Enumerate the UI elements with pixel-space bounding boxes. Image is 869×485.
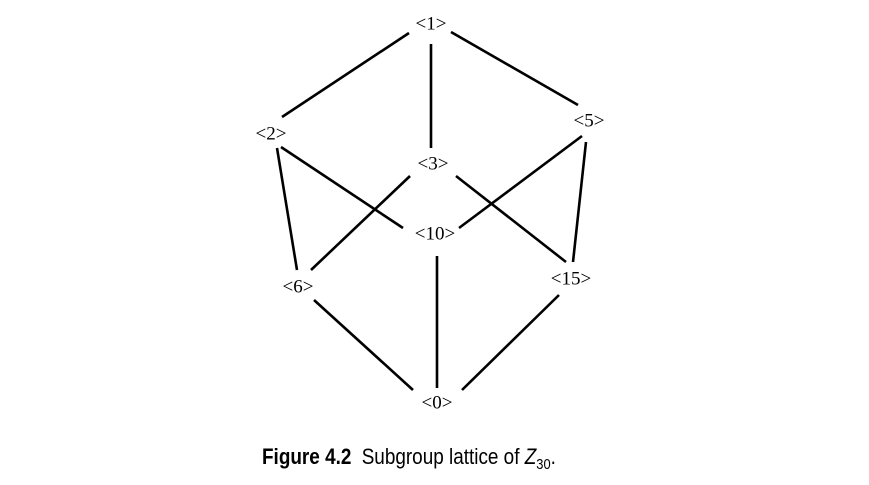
edge-2-10 [280,145,404,230]
caption-text: Subgroup lattice of [361,444,525,469]
caption-label: Figure 4.2 [262,444,352,469]
subgroup-lattice-diagram: <1> <2> <5> <3> <10> <6> <15> <0> [256,14,605,414]
caption-period: . [550,444,556,469]
node-subgroup-15: <15> [551,269,591,290]
edge-6-0 [313,299,414,391]
edge-3-6 [310,175,411,271]
figure-caption: Figure 4.2 Subgroup lattice of Z30. [262,444,556,473]
edge-1-2 [281,31,410,119]
edge-15-0 [461,294,560,391]
node-subgroup-1: <1> [416,14,447,35]
edge-3-15 [455,174,567,264]
edge-5-15 [571,141,588,263]
edge-1-5 [450,30,579,107]
lattice-nodes: <1> <2> <5> <3> <10> <6> <15> <0> [256,14,605,414]
node-subgroup-5: <5> [574,111,605,132]
node-subgroup-0: <0> [422,393,453,414]
caption-group-subscript: 30 [536,456,551,473]
edge-5-10 [458,134,583,230]
lattice-edges [275,30,588,391]
node-subgroup-2: <2> [256,124,287,145]
edge-2-6 [275,147,299,271]
node-subgroup-10: <10> [415,224,455,245]
node-subgroup-3: <3> [418,154,449,175]
caption-group-symbol: Z [524,444,537,469]
node-subgroup-6: <6> [283,277,314,298]
